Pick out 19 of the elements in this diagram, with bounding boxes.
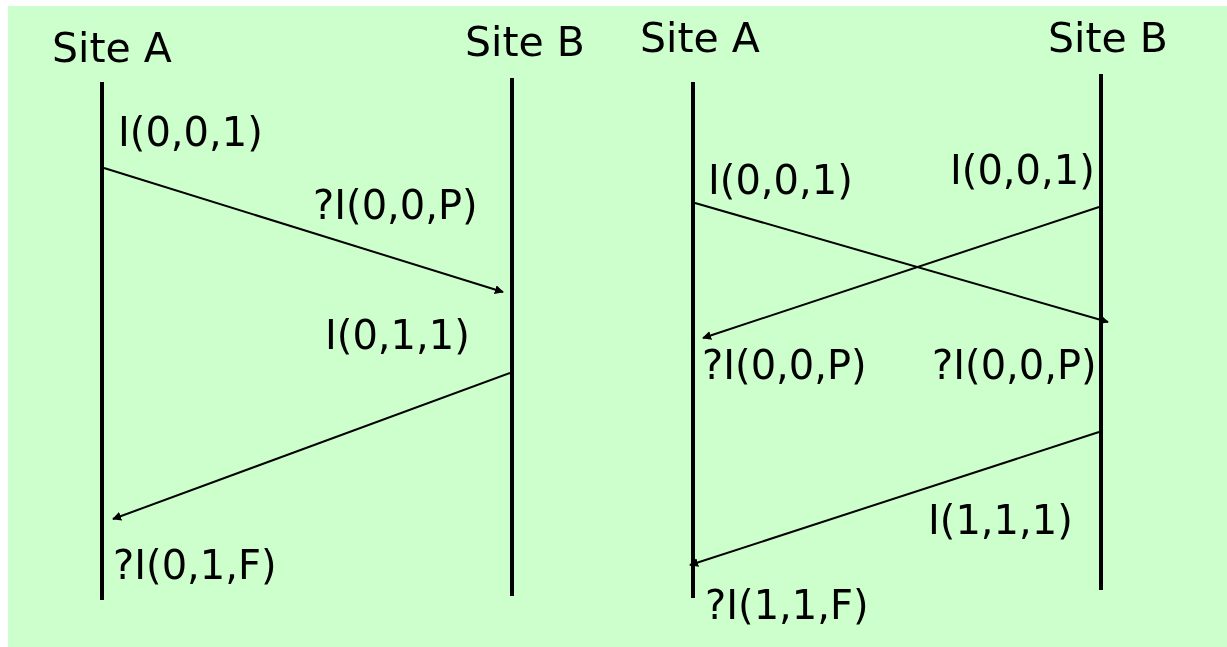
message-label: ?I(0,0,P) bbox=[702, 345, 867, 385]
site-heading: Site A bbox=[52, 28, 172, 69]
site-heading: Site A bbox=[640, 18, 760, 59]
message-arrow bbox=[694, 202, 1109, 325]
message-label: I(1,1,1) bbox=[928, 500, 1073, 540]
message-arrow bbox=[112, 372, 511, 521]
message-arrow bbox=[103, 167, 504, 294]
message-arrow bbox=[702, 206, 1100, 340]
message-label: I(0,0,1) bbox=[708, 160, 853, 200]
message-label: I(0,1,1) bbox=[325, 315, 470, 355]
message-label: I(0,0,1) bbox=[118, 112, 263, 152]
message-label: ?I(0,0,P) bbox=[313, 185, 478, 225]
message-label: ?I(1,1,F) bbox=[705, 585, 869, 625]
site-heading: Site B bbox=[1048, 18, 1168, 59]
message-arrow bbox=[689, 431, 1100, 567]
message-label: ?I(0,0,P) bbox=[932, 345, 1097, 385]
message-label: ?I(0,1,F) bbox=[113, 545, 277, 585]
site-heading: Site B bbox=[465, 22, 585, 63]
message-label: I(0,0,1) bbox=[950, 150, 1095, 190]
